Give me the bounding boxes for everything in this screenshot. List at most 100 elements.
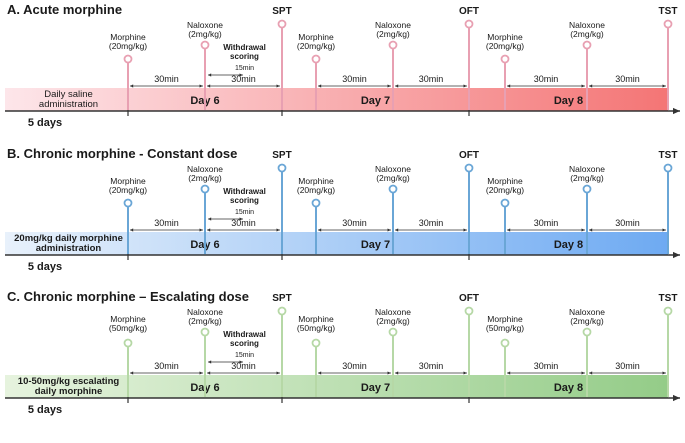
naloxone-label: Naloxone(2mg/kg) [375,20,411,39]
timeline-band [5,232,668,255]
morphine-2-marker [500,338,510,348]
naloxone-label-line: Naloxone [375,20,411,30]
naloxone-label-line: (2mg/kg) [570,173,604,183]
test-0-marker [277,19,287,29]
morphine-label-line: (50mg/kg) [297,323,335,333]
withdrawal-label-line: Withdrawal [223,330,266,339]
morphine-label-line: Morphine [298,176,334,186]
naloxone-label: Naloxone(2mg/kg) [569,20,605,39]
naloxone-1-marker [388,40,398,50]
test-label: TST [659,293,678,304]
test-1-marker [464,163,474,173]
morphine-label: Morphine(50mg/kg) [297,314,335,333]
test-1-marker [464,306,474,316]
morphine-0-marker [123,54,133,64]
test-1-marker [464,19,474,29]
day-label: Day 8 [554,95,583,107]
pre-phase-line: administration [36,243,102,254]
panel-1: B. Chronic morphine - Constant dose20mg/… [5,146,680,273]
morphine-2-marker [500,54,510,64]
interval-label: 30min [342,218,367,228]
morphine-label-line: (50mg/kg) [109,323,147,333]
morphine-label: Morphine(20mg/kg) [486,32,524,51]
naloxone-2-marker [582,327,592,337]
panel-title: A. Acute morphine [7,2,122,17]
naloxone-label-line: Naloxone [569,164,605,174]
naloxone-label: Naloxone(2mg/kg) [187,20,223,39]
naloxone-2-marker [582,40,592,50]
withdrawal-duration: 15min [235,352,254,359]
withdrawal-label-line: scoring [230,196,259,205]
pre-phase-line: daily morphine [35,386,103,397]
morphine-label: Morphine(20mg/kg) [486,176,524,195]
morphine-label: Morphine(20mg/kg) [297,32,335,51]
panel-title: C. Chronic morphine – Escalating dose [7,289,249,304]
pre-phase-duration: 5 days [28,117,62,129]
withdrawal-label-line: Withdrawal [223,43,266,52]
interval-label: 30min [154,218,179,228]
test-label: OFT [459,6,479,17]
naloxone-label-line: Naloxone [375,307,411,317]
morphine-label-line: Morphine [487,314,523,324]
naloxone-label: Naloxone(2mg/kg) [187,164,223,183]
test-2-marker [663,306,673,316]
timeline-band [5,375,668,398]
withdrawal-label-line: scoring [230,339,259,348]
morphine-0-marker [123,338,133,348]
naloxone-label-line: (2mg/kg) [188,316,222,326]
day-label: Day 7 [361,382,390,394]
interval-label: 30min [231,218,256,228]
morphine-label-line: Morphine [298,32,334,42]
interval-label: 30min [154,74,179,84]
naloxone-label-line: (2mg/kg) [376,173,410,183]
interval-label: 30min [615,218,640,228]
naloxone-label: Naloxone(2mg/kg) [187,307,223,326]
panel-2: C. Chronic morphine – Escalating dose 10-… [5,289,680,416]
morphine-2-marker [500,198,510,208]
test-0-marker [277,306,287,316]
morphine-label: Morphine(20mg/kg) [297,176,335,195]
pre-phase-line: 20mg/kg daily morphine [14,233,123,244]
morphine-label-line: (20mg/kg) [109,41,147,51]
test-label: SPT [272,293,291,304]
naloxone-label-line: (2mg/kg) [376,316,410,326]
test-2-marker [663,163,673,173]
morphine-label-line: (20mg/kg) [486,185,524,195]
naloxone-label-line: (2mg/kg) [188,29,222,39]
morphine-label-line: Morphine [487,32,523,42]
naloxone-label-line: Naloxone [375,164,411,174]
naloxone-label-line: Naloxone [569,20,605,30]
naloxone-label-line: (2mg/kg) [570,316,604,326]
interval-label: 30min [231,361,256,371]
morphine-label-line: Morphine [110,32,146,42]
interval-label: 30min [534,361,559,371]
morphine-label-line: Morphine [110,176,146,186]
morphine-0-marker [123,198,133,208]
morphine-label-line: (20mg/kg) [486,41,524,51]
test-label: OFT [459,293,479,304]
morphine-label-line: Morphine [298,314,334,324]
interval-label: 30min [231,74,256,84]
naloxone-label-line: (2mg/kg) [188,173,222,183]
interval-label: 30min [342,361,367,371]
naloxone-1-marker [388,327,398,337]
naloxone-label-line: Naloxone [569,307,605,317]
naloxone-label: Naloxone(2mg/kg) [569,164,605,183]
naloxone-label-line: Naloxone [187,20,223,30]
naloxone-label: Naloxone(2mg/kg) [375,164,411,183]
test-label: SPT [272,150,291,161]
naloxone-0-marker [200,184,210,194]
withdrawal-duration: 15min [235,209,254,216]
morphine-label-line: (20mg/kg) [297,41,335,51]
naloxone-label: Naloxone(2mg/kg) [569,307,605,326]
morphine-label: Morphine(50mg/kg) [486,314,524,333]
morphine-label-line: (20mg/kg) [297,185,335,195]
withdrawal-duration: 15min [235,65,254,72]
